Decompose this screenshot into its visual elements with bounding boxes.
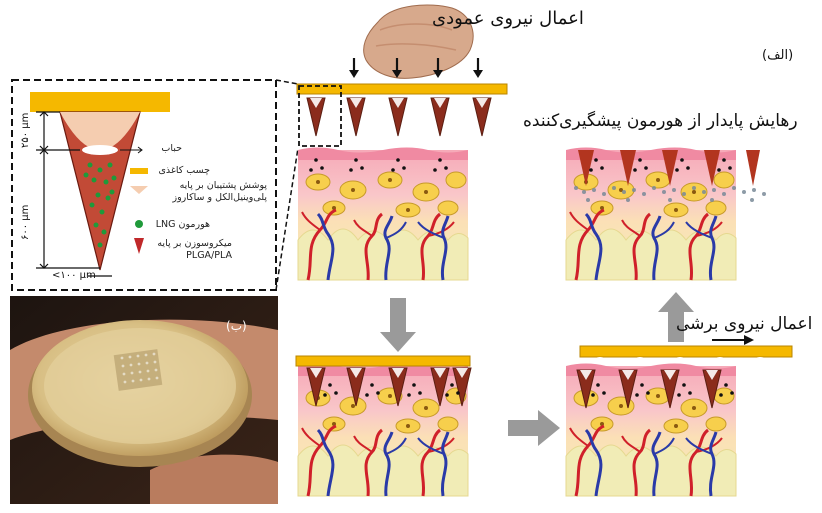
patch-needles-top [307,98,491,136]
sustained-release-label: رهایش پایدار از هورمون پیشگیری‌کننده [523,111,798,131]
shear-force-label: اعمال نیروی برشی [676,314,812,334]
patch-adhesive-top [297,84,507,94]
patch-adhesive-inserted [296,356,470,366]
dimension-main-label: ۶۰۰ µm [20,205,31,240]
detached-backing [594,357,766,363]
patch-adhesive-shear [580,346,792,357]
legend-backing-layer: پوشش پشتیبان بر پایه پلی‌وینیل‌الکل و سا… [149,180,267,204]
force-arrow-icon [473,58,483,78]
vertical-force-label: اعمال نیروی عمودی [432,8,584,29]
paper-adhesive-icon [130,168,148,174]
force-arrow-icon [349,58,359,78]
inset-adhesive-bar [30,92,170,112]
dimension-base-label: <۱۰۰ µm [52,270,96,281]
skin-block-1 [298,148,468,281]
legend-microneedle: میکروسوزن بر پایه PLGA/PLA [136,238,232,262]
panel-a-label: (الف) [762,48,793,63]
inset-bubble [82,145,118,155]
legend-paper-adhesive: چسب کاغذی [158,165,210,176]
step-arrow-right [508,410,560,446]
step-arrow-down [380,298,416,352]
panel-b-label: (ب) [226,319,247,333]
legend-hormone: هورمون LNG [156,219,210,230]
legend-bubble: حباب [161,143,182,154]
hormone-dot-icon [135,220,143,228]
dimension-top-label: ۲۵۰ µm [20,113,31,148]
inset-connector-top [276,80,298,84]
inset-connector-bottom [276,148,298,290]
